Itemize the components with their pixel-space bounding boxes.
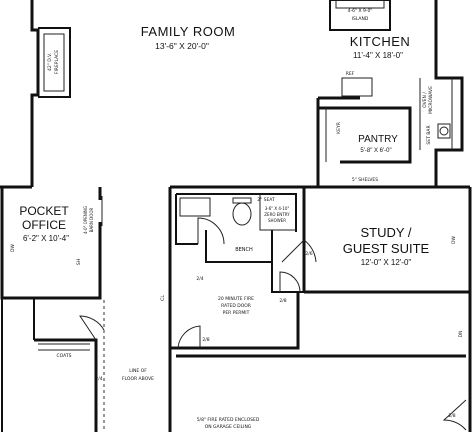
fireplace-inner <box>43 33 65 92</box>
wall-office-lower-left <box>1 298 35 432</box>
keyr-label: KEYR <box>336 122 342 134</box>
study-dims: 12'-0" X 12'-0" <box>361 258 412 267</box>
floor-above-label-1: LINE OF <box>129 368 147 374</box>
wall-bench <box>205 230 273 263</box>
shelves-label: 5" SHELVES <box>352 177 378 183</box>
room-labels: FAMILY ROOM 13'-6" X 20'-0" KITCHEN 11'-… <box>19 24 429 267</box>
fire-door-label-1: 20 MINUTE FIRE <box>218 296 254 302</box>
door-tag-office: 2/4 <box>95 376 102 382</box>
dw-tag-study: DW <box>451 235 457 243</box>
shower-label-3: SHOWER <box>268 218 286 223</box>
study-name-2: GUEST SUITE <box>343 241 430 256</box>
island <box>329 0 391 31</box>
door-swing-closet <box>281 239 317 263</box>
door-tag-closet: 2/6 <box>305 251 312 257</box>
shower-label-1: 3-6" X 4-10" <box>265 206 290 211</box>
family-room-dims: 13'-6" X 20'-0" <box>155 41 209 51</box>
toilet-tank <box>232 197 252 204</box>
wall-pantry <box>316 96 412 187</box>
pantry-dims: 5'-8" X 6'-0" <box>360 148 391 154</box>
doors <box>79 217 467 431</box>
wall-kitchen-right <box>434 0 464 187</box>
door-swing-hall <box>177 325 201 349</box>
door-tag-hall: 2/8 <box>202 337 209 343</box>
barn-door-label-1: 4-0" OPENING <box>83 206 88 234</box>
pantry-name: PANTRY <box>358 134 398 145</box>
barn-door-label-2: BARN DOOR <box>89 207 94 232</box>
door-swing-garage <box>442 399 467 431</box>
wall-office <box>0 187 102 300</box>
door-tag-study: 2/8 <box>279 298 286 304</box>
pocket-office-name-1: POCKET <box>19 204 69 218</box>
fireplace-label-1: 42" D.V. <box>47 53 53 71</box>
door-tag-bath: 2/4 <box>196 276 203 282</box>
fire-door-label-3: PER PERMIT <box>223 310 250 316</box>
ref-label: REF <box>346 71 355 77</box>
toilet <box>232 202 252 226</box>
pocket-office-name-2: OFFICE <box>22 218 66 232</box>
oven-label: OVEN / <box>422 92 428 108</box>
refrigerator <box>341 77 373 97</box>
wall-family-left <box>30 0 40 187</box>
microwave-label: MICROWAVE <box>428 86 434 114</box>
family-room-name: FAMILY ROOM <box>141 24 236 39</box>
fire-door-label-2: RATED DOOR <box>221 303 251 309</box>
island-label-2: ISLAND <box>352 16 369 22</box>
set-bar-label: SET BAR <box>426 125 432 144</box>
annotations: 4-6" X 9-0" ISLAND 42" D.V. FIREPLACE RE… <box>10 8 464 430</box>
sink <box>335 0 385 9</box>
door-swing-office <box>79 315 105 341</box>
wall-hall <box>170 292 300 350</box>
door-swing-bath <box>197 217 225 245</box>
dn-tag: DN <box>458 331 464 338</box>
bench-label: BENCH <box>235 247 253 253</box>
wall-bath-inner <box>175 193 297 245</box>
dw-tag-office: DW <box>10 243 16 251</box>
kitchen-name: KITCHEN <box>350 34 411 49</box>
pocket-office-dims: 6'-2" X 10'-4" <box>23 234 69 243</box>
study-name-1: STUDY / <box>360 225 411 240</box>
floor-above-label-2: FLOOR ABOVE <box>122 376 154 382</box>
vanity <box>179 197 211 217</box>
door-swing-study <box>279 271 301 293</box>
coats-label: COATS <box>57 353 72 359</box>
shower-label-2: ZERO ENTRY <box>264 212 290 217</box>
sh-tag: SH <box>76 259 82 265</box>
wall-closet <box>271 262 304 293</box>
fireplace-label-2: FIREPLACE <box>54 50 60 74</box>
seat-label: 2" SEAT <box>257 197 275 203</box>
range <box>437 123 451 139</box>
cabinet-run-right <box>419 78 453 150</box>
shower-curb <box>259 194 296 231</box>
range-burner <box>439 126 449 136</box>
garage-label-2: ON GARAGE CEILING <box>205 424 252 430</box>
closet-tag: CL <box>160 295 166 301</box>
door-tag-garage: 2/8 <box>448 413 455 419</box>
fireplace-box <box>38 27 71 98</box>
island-label-1: 4-6" X 9-0" <box>348 8 373 14</box>
garage-label-1: 5/8" FIRE RATED ENCLOSED <box>197 417 260 423</box>
kitchen-dims: 11'-4" X 18'-0" <box>353 51 403 60</box>
coat-closet <box>38 343 90 351</box>
